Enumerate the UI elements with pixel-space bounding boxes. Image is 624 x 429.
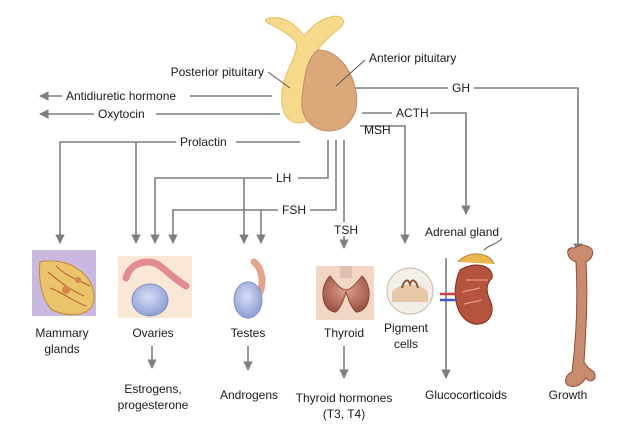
lh-label: LH <box>276 171 291 185</box>
lh-ovary-arrow <box>150 140 329 244</box>
growth-label: Growth <box>549 388 588 402</box>
estrogens-label-line1: Estrogens, <box>124 382 181 396</box>
anterior-pituitary-label: Anterior pituitary <box>369 51 456 65</box>
thyroid-image <box>316 266 374 320</box>
pigment-cells-label-line2: cells <box>394 337 418 351</box>
thyroid-hormones-label-line2: (T3, T4) <box>323 407 365 421</box>
adrenal-kidney-image <box>440 237 503 325</box>
testes-label: Testes <box>231 326 266 340</box>
mammary-glands-label-line2: glands <box>44 342 79 356</box>
tsh-label-mask <box>330 222 360 236</box>
acth-label-mask <box>392 105 430 119</box>
mammary-glands-image <box>32 250 96 316</box>
adrenal-gland-label: Adrenal gland <box>425 225 499 239</box>
adh-label-mask <box>62 88 190 102</box>
glucocorticoids-label: Glucocorticoids <box>425 388 507 402</box>
testes-image <box>233 258 266 319</box>
pituitary-gland <box>265 15 358 132</box>
oxytocin-label-mask <box>94 106 156 120</box>
posterior-pituitary-label: Posterior pituitary <box>171 65 264 79</box>
fsh-label-mask <box>278 202 310 216</box>
fsh-label: FSH <box>282 203 306 217</box>
ovaries-label: Ovaries <box>132 326 173 340</box>
pigment-cells-label-line1: Pigment <box>384 321 429 335</box>
anterior-leader-line <box>335 59 366 87</box>
prolactin-label-mask <box>176 134 236 148</box>
ovaries-image <box>118 256 192 318</box>
prolactin-mammary-arrow <box>55 141 300 244</box>
thyroid-label: Thyroid <box>324 326 364 340</box>
anterior-pituitary-lobe <box>301 49 358 132</box>
oxytocin-label: Oxytocin <box>98 107 145 121</box>
bone-image <box>565 244 596 387</box>
gh-label: GH <box>452 81 470 95</box>
acth-label: ACTH <box>396 106 429 120</box>
pigment-cells-image <box>386 267 434 315</box>
posterior-leader-line <box>267 71 291 89</box>
gh-arrow <box>355 87 583 253</box>
estrogens-label-line2: progesterone <box>118 398 189 412</box>
thyroid-hormones-label-line1: Thyroid hormones <box>296 391 393 405</box>
msh-label: MSH <box>364 123 391 137</box>
prolactin-label: Prolactin <box>180 135 227 149</box>
adh-label: Antidiuretic hormone <box>66 89 176 103</box>
tsh-label: TSH <box>334 223 358 237</box>
gh-label-mask <box>448 80 474 94</box>
arrows <box>39 87 583 379</box>
androgens-label: Androgens <box>220 388 278 402</box>
fsh-ovary-arrow <box>168 140 337 244</box>
msh-arrow <box>360 125 410 244</box>
lh-label-mask <box>272 170 298 184</box>
mammary-glands-label-line1: Mammary <box>35 326 88 340</box>
